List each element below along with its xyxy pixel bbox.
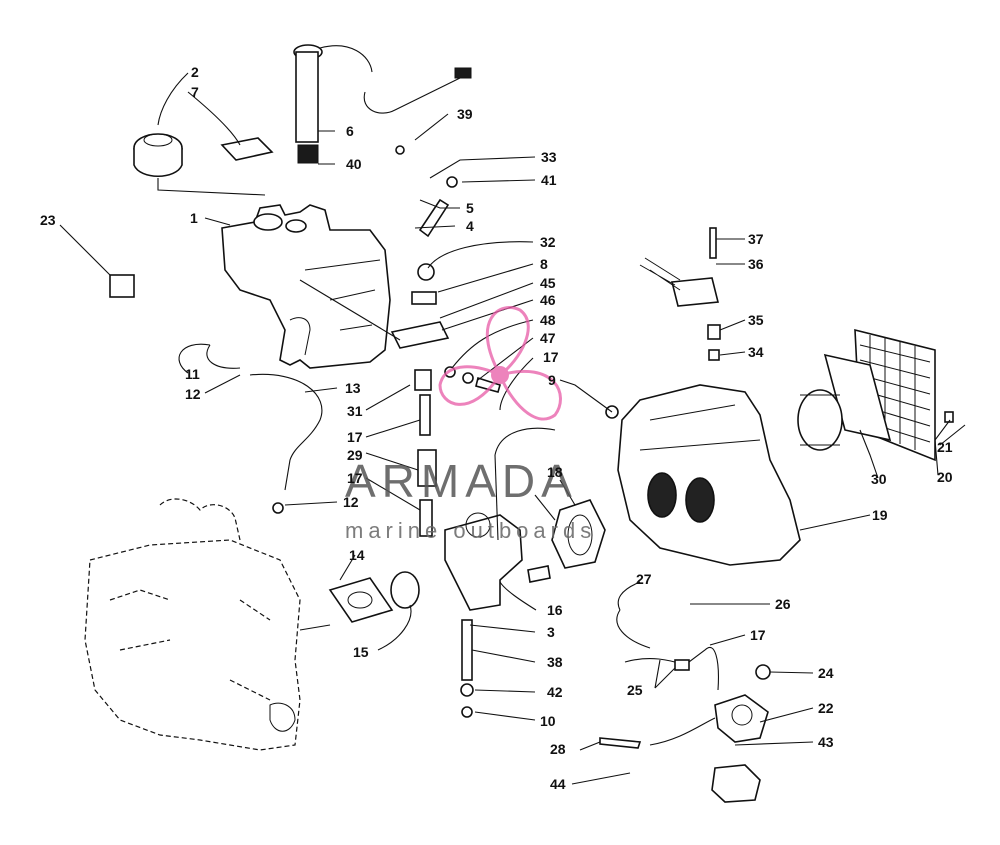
callout-13: 13 (345, 380, 361, 396)
callout-28: 28 (550, 741, 566, 757)
callout-39: 39 (457, 106, 473, 122)
callout-16: 16 (547, 602, 563, 618)
callout-4: 4 (466, 218, 474, 234)
callout-42: 42 (547, 684, 563, 700)
intake-flange (328, 571, 420, 623)
callout-44: 44 (550, 776, 566, 792)
callout-27: 27 (636, 571, 652, 587)
carburetor-icon (444, 512, 523, 718)
callout-2: 2 (191, 64, 199, 80)
callout-6: 6 (346, 123, 354, 139)
callout-1: 1 (190, 210, 198, 226)
callout-32: 32 (540, 234, 556, 250)
callout-10: 10 (540, 713, 556, 729)
leader-lines (59, 72, 966, 785)
callout-7: 7 (191, 84, 199, 100)
fuel-tank-icon (221, 204, 391, 369)
callout-47: 47 (540, 330, 556, 346)
air-silencer-icon (551, 384, 801, 569)
callout-21: 21 (937, 439, 953, 455)
callout-26: 26 (775, 596, 791, 612)
callout-40: 40 (346, 156, 362, 172)
callout-33: 33 (541, 149, 557, 165)
watermark-brand: ARMADA (345, 455, 578, 507)
callout-8: 8 (540, 256, 548, 272)
engine-outline-icon (84, 498, 331, 751)
callout-24: 24 (818, 665, 834, 681)
fuel-pump-icon (599, 609, 771, 803)
watermark-tagline: marine outboards (345, 518, 596, 543)
callout-17c: 17 (347, 470, 363, 486)
callout-48: 48 (540, 312, 556, 328)
callout-18: 18 (547, 464, 563, 480)
callout-11: 11 (185, 366, 200, 382)
callout-29: 29 (347, 447, 363, 463)
callout-31: 31 (347, 403, 363, 419)
callout-35: 35 (748, 312, 764, 328)
callout-15: 15 (353, 644, 369, 660)
callout-14: 14 (349, 547, 365, 563)
callout-5: 5 (466, 200, 474, 216)
fuel-filter-icon (390, 263, 450, 537)
callout-19: 19 (872, 507, 888, 523)
fuel-cap-icon (133, 133, 274, 177)
screen-icon (797, 328, 936, 462)
callout-9: 9 (548, 372, 556, 388)
callout-41: 41 (541, 172, 557, 188)
watermark-logo: ARMADA marine outboards (345, 306, 596, 543)
callout-labels: 1 2 3 4 5 6 7 8 9 10 11 12 12 13 14 15 1… (40, 64, 953, 792)
propeller-icon (438, 306, 562, 421)
hoses (109, 145, 954, 583)
callout-3: 3 (547, 624, 555, 640)
callout-30: 30 (871, 471, 887, 487)
callout-25: 25 (627, 682, 643, 698)
callout-34: 34 (748, 344, 764, 360)
connector-icon (639, 227, 721, 361)
fuel-gauge-sender-icon (293, 44, 472, 164)
callout-12b: 12 (343, 494, 359, 510)
callout-23: 23 (40, 212, 56, 228)
callout-45: 45 (540, 275, 556, 291)
callout-17b: 17 (347, 429, 363, 445)
callout-20: 20 (937, 469, 953, 485)
callout-46: 46 (540, 292, 556, 308)
callout-43: 43 (818, 734, 834, 750)
callout-36: 36 (748, 256, 764, 272)
callout-17a: 17 (543, 349, 559, 365)
callout-38: 38 (547, 654, 563, 670)
callout-37: 37 (748, 231, 764, 247)
callout-12a: 12 (185, 386, 201, 402)
callout-22: 22 (818, 700, 834, 716)
callout-17d: 17 (750, 627, 766, 643)
